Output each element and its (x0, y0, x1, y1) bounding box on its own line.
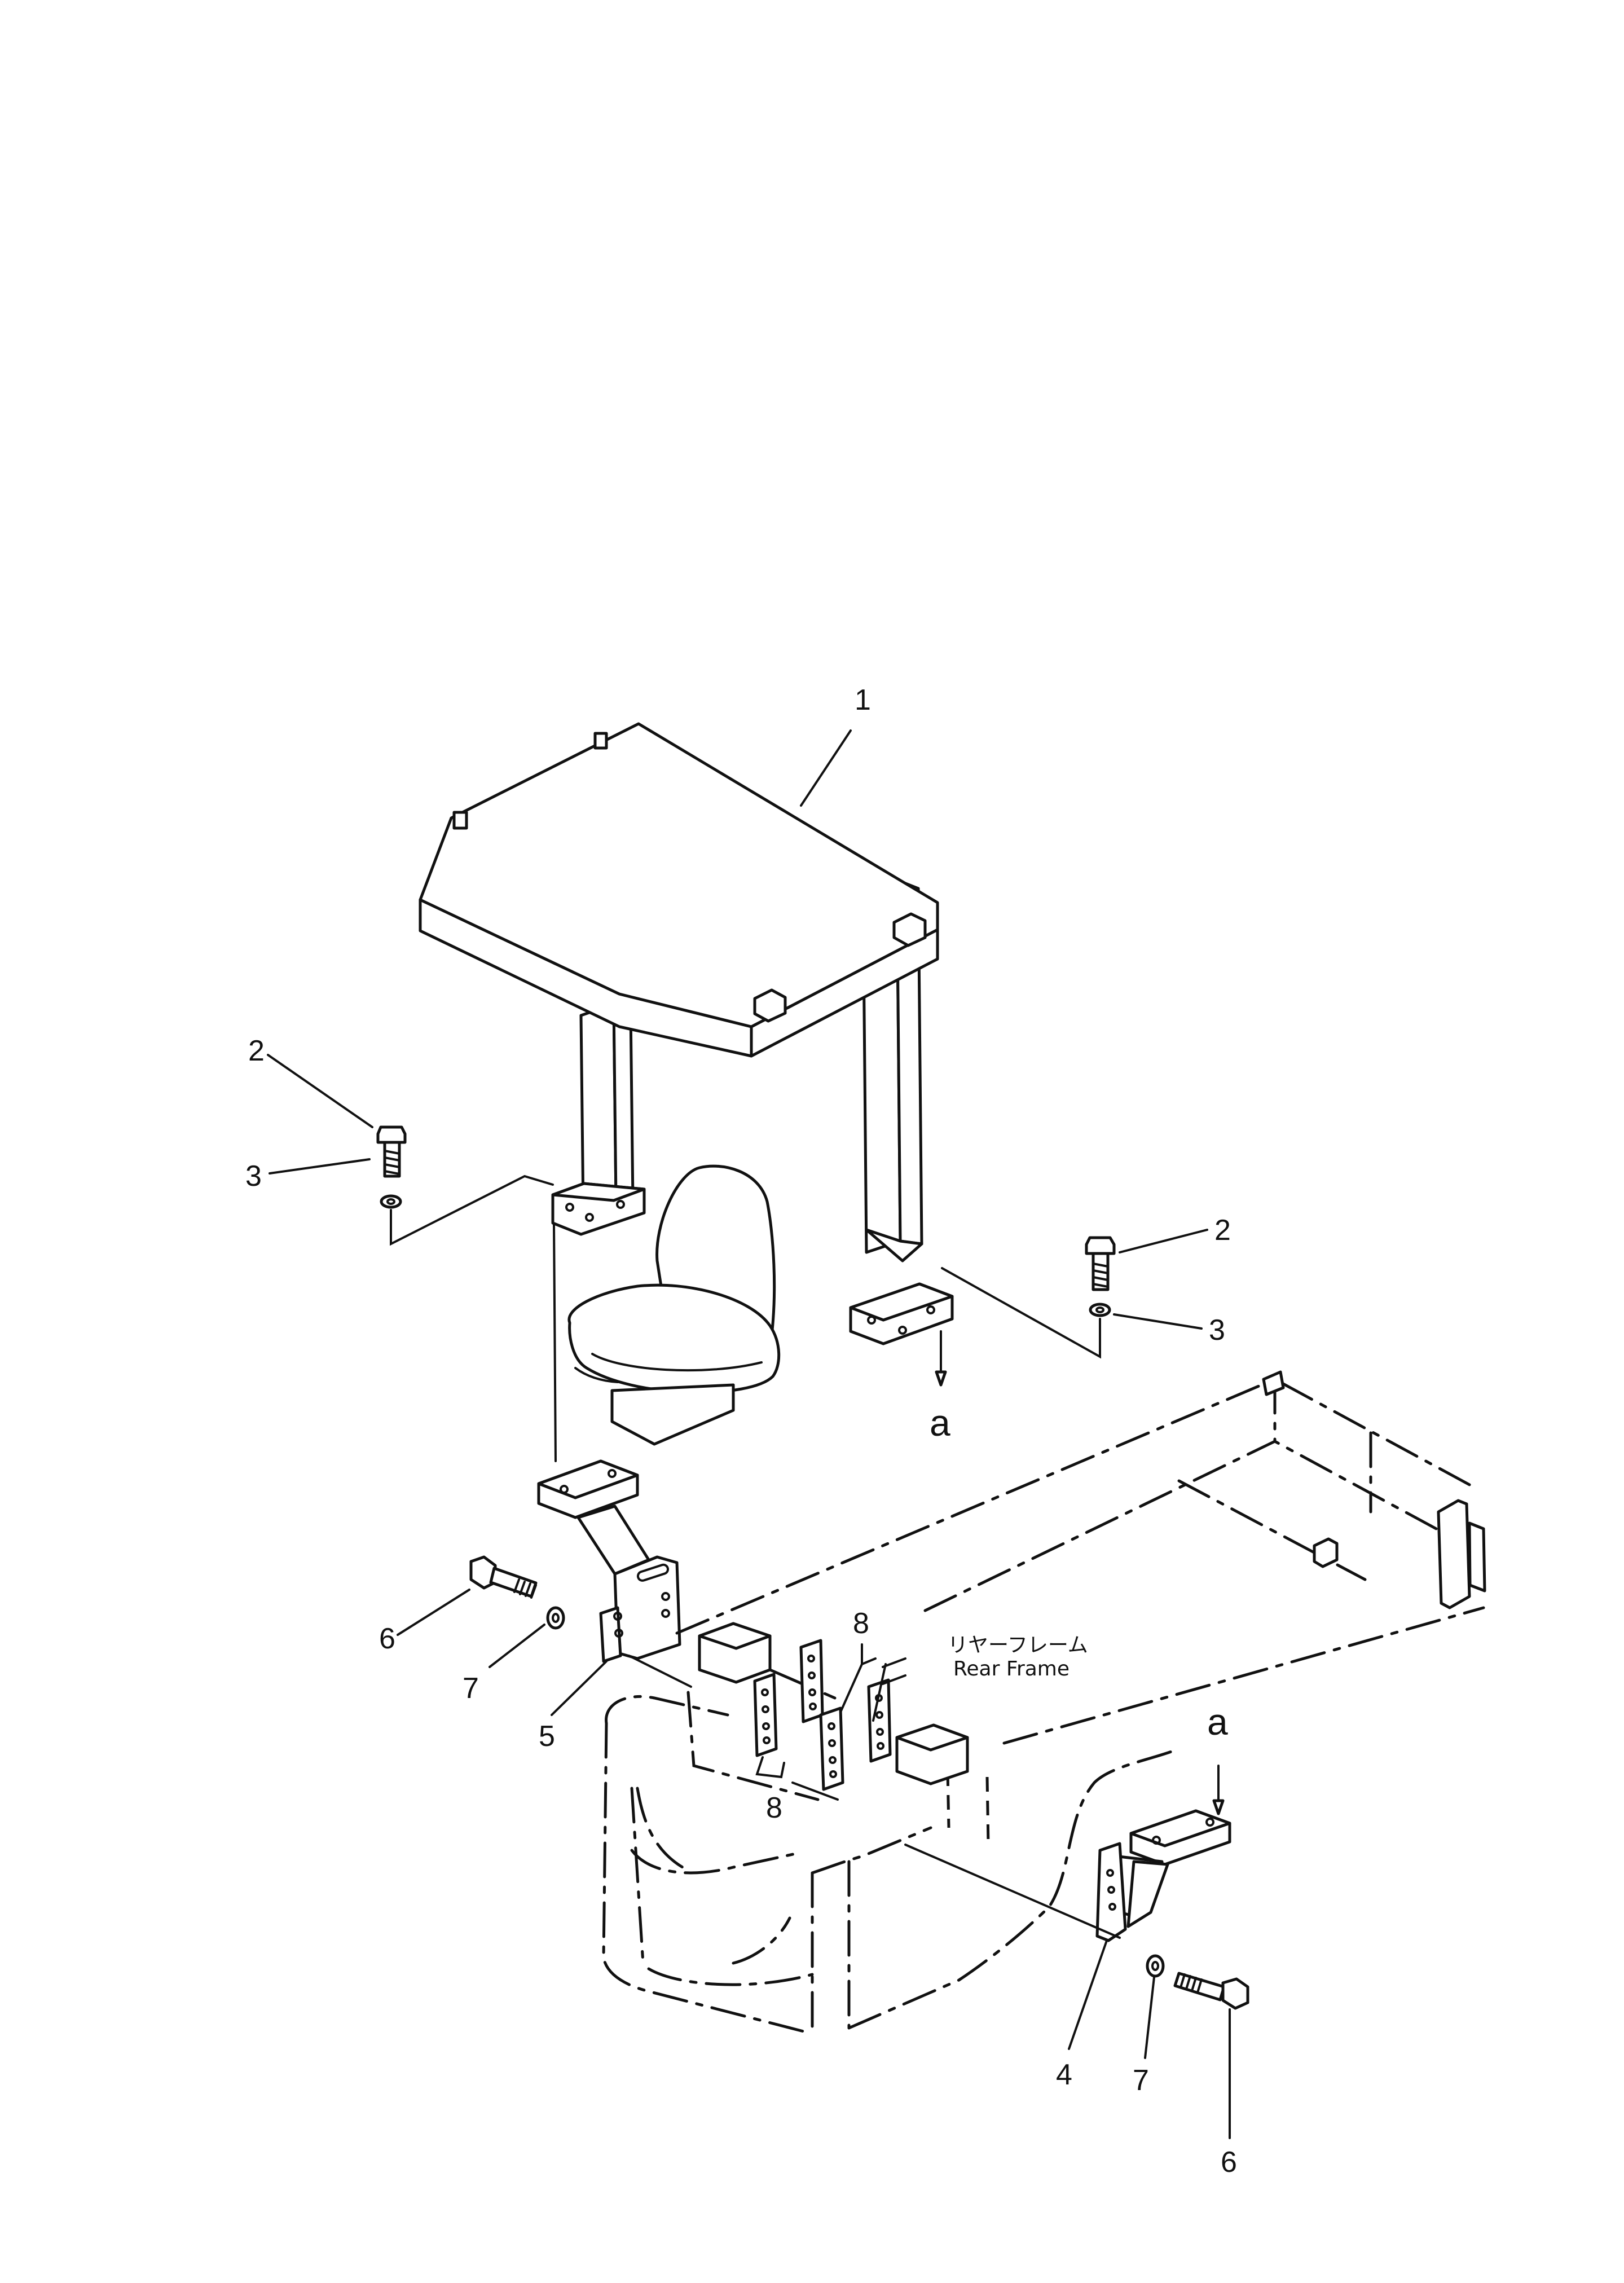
callout-7-right: 7 (1133, 2064, 1149, 2097)
ref-a-upper: a (930, 1402, 950, 1444)
assembly-lines (390, 1175, 1225, 1939)
rear-frame (602, 1370, 1486, 2035)
callout-1: 1 (855, 684, 871, 716)
bolt-6-left (469, 1555, 538, 1599)
bolt-6-right (1173, 1972, 1249, 2010)
bracket-right (537, 1459, 681, 1663)
callout-labels: 1 2 3 2 3 6 7 5 8 8 4 7 6 (245, 684, 1237, 2179)
washer-7-left (546, 1606, 565, 1630)
bracket-left (1095, 1809, 1231, 1942)
callout-8-upper: 8 (853, 1607, 869, 1640)
callout-6-right: 6 (1221, 2146, 1237, 2179)
callout-3-left: 3 (245, 1160, 262, 1193)
shims (753, 1639, 892, 1791)
callout-6-left: 6 (379, 1622, 395, 1655)
callout-4: 4 (1056, 2058, 1072, 2091)
shim (799, 1639, 824, 1723)
washer-3-upper-left (380, 1194, 402, 1209)
leader-lines (267, 729, 1231, 2139)
washer-7-right (1146, 1954, 1165, 1978)
callout-2-right: 2 (1214, 1214, 1231, 1247)
shim (753, 1673, 778, 1757)
shim (819, 1706, 844, 1791)
rear-frame-label-jp: リヤーフレーム (948, 1634, 1088, 1657)
ref-a-lower: a (1207, 1701, 1228, 1743)
reference-labels: a a (930, 1402, 1228, 1743)
rear-frame-label: リヤーフレーム Rear Frame (882, 1634, 1088, 1685)
callout-3-right: 3 (1209, 1314, 1225, 1347)
bolt-2-upper-right (1085, 1236, 1116, 1291)
callout-5: 5 (539, 1720, 555, 1753)
canopy (419, 722, 954, 1345)
callout-7-left: 7 (463, 1672, 479, 1705)
rear-frame-label-en: Rear Frame (953, 1657, 1070, 1681)
operator-seat (567, 1164, 781, 1446)
callout-8-lower: 8 (766, 1792, 782, 1824)
bolt-2-upper-left (376, 1125, 407, 1178)
washer-3-upper-right (1089, 1303, 1111, 1317)
callout-2-left: 2 (248, 1035, 265, 1067)
